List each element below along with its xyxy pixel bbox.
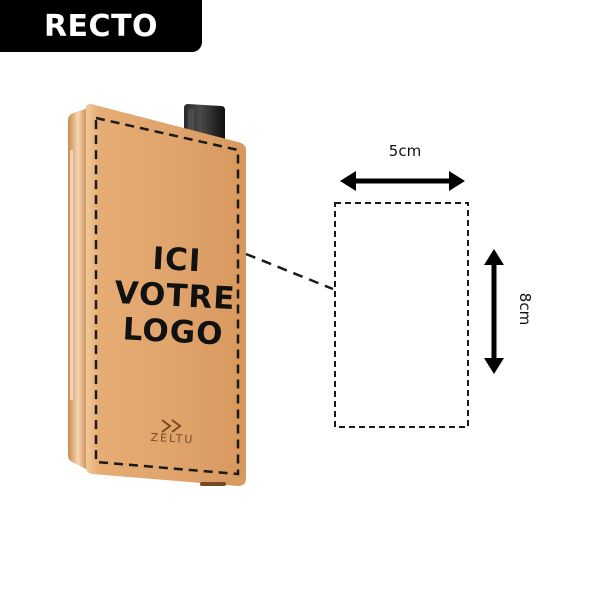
connector-line — [245, 252, 334, 291]
brand-mark-icon — [161, 419, 182, 433]
print-zone-outline — [94, 116, 240, 476]
width-label: 5cm — [388, 142, 422, 160]
recto-badge: RECTO — [0, 0, 202, 52]
device-body — [68, 104, 246, 486]
height-label: 8cm — [516, 292, 534, 326]
dimension-box — [334, 202, 469, 428]
recto-label: RECTO — [43, 8, 159, 44]
brand-name: ZELTU — [137, 410, 209, 447]
width-arrow-icon — [340, 171, 465, 191]
height-arrow-icon — [484, 249, 504, 374]
logo-placeholder-text: ICI VOTRE LOGO — [97, 238, 252, 354]
